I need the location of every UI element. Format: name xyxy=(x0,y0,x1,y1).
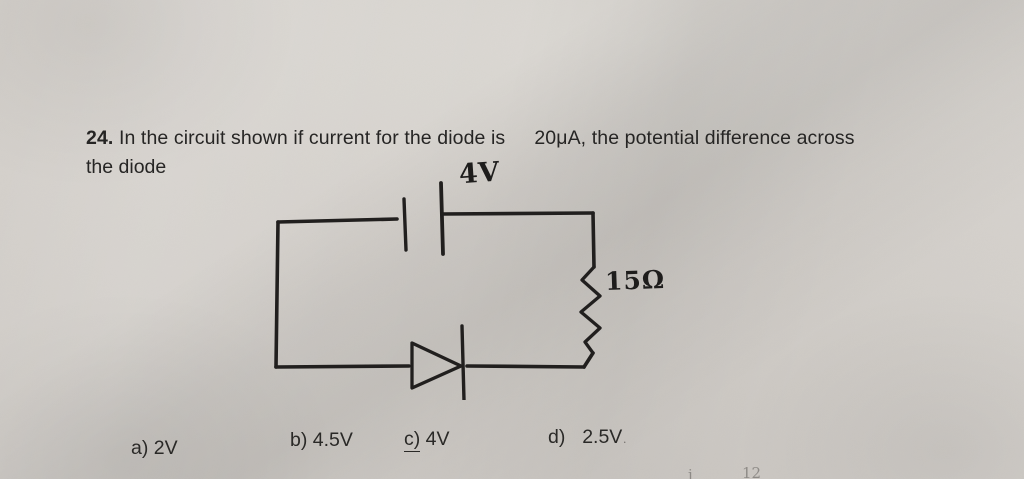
option-b-value: 4.5V xyxy=(312,429,353,451)
circuit-diagram xyxy=(245,150,705,400)
answer-option-c[interactable]: c) 4V xyxy=(404,428,450,452)
question-text-line-1: 24. In the circuit shown if current for … xyxy=(86,124,966,153)
question-text-part-1: In the circuit shown if current for the … xyxy=(118,127,506,149)
wire-top-left xyxy=(276,217,399,224)
question-text-line-2: the diode xyxy=(86,156,167,178)
question-text-part-2: the potential difference across xyxy=(591,127,855,149)
resistor-value-label: 15Ω xyxy=(604,264,666,297)
wire-right-lower xyxy=(582,351,595,369)
battery-voltage-label: 4V xyxy=(457,156,501,191)
answer-option-d[interactable]: d) 2.5V xyxy=(548,426,622,449)
diode-cathode-bar xyxy=(460,324,466,400)
option-d-marker: d) xyxy=(548,426,566,448)
bottom-edge-partial-mark-2: 12 xyxy=(742,464,762,479)
option-a-value: 2V xyxy=(153,437,178,459)
question-current-value: 20μA, xyxy=(534,127,587,149)
bottom-edge-dot-mark: · xyxy=(623,436,627,449)
option-c-value: 4V xyxy=(425,428,450,450)
question-number: 24. xyxy=(86,127,114,149)
battery-long-plate xyxy=(439,181,445,256)
option-a-marker: a) xyxy=(131,437,149,459)
wire-bottom-right xyxy=(465,364,586,369)
wire-bottom-left xyxy=(274,364,411,369)
option-b-marker: b) xyxy=(290,429,308,451)
wire-top-right xyxy=(440,211,595,216)
option-d-value: 2.5V xyxy=(582,426,623,448)
wire-right-upper xyxy=(591,211,596,269)
corner-shadow-bottom-right xyxy=(734,289,1024,479)
diode-triangle xyxy=(410,341,463,390)
bottom-edge-partial-mark-1: i xyxy=(688,466,693,479)
option-c-marker-selected: c) xyxy=(404,428,421,452)
circuit-svg xyxy=(274,181,602,400)
battery-short-plate xyxy=(402,197,408,252)
answer-option-b[interactable]: b) 4.5V xyxy=(290,429,353,452)
resistor-zigzag xyxy=(579,265,602,355)
answer-option-a[interactable]: a) 2V xyxy=(131,437,178,460)
wire-left-vertical xyxy=(274,220,280,369)
